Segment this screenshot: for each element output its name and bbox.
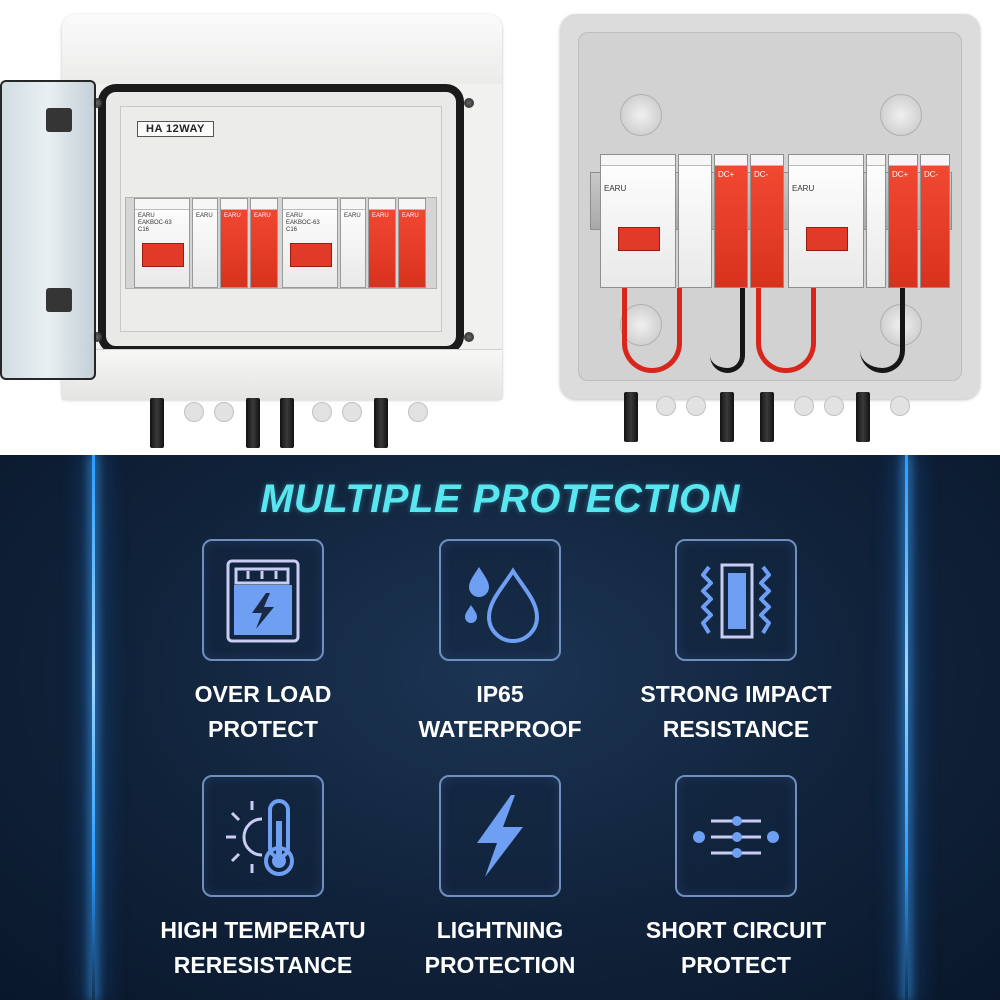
mc4-connector [374,398,388,448]
combiner-box-interior-photo: EARU DC+ DC- EARU DC+ DC- [560,14,980,399]
mounting-post [620,94,662,136]
black-cable [860,288,905,373]
mc4-connector [624,392,638,442]
surge-protector-module: EARU [220,198,248,288]
mc4-connector [856,392,870,442]
feature-label: OVER LOAD PROTECT [194,681,332,742]
glow-line-right [905,455,908,1000]
meter-lightning-icon [202,539,324,661]
mc4-connector [280,398,294,448]
feature-label: SHORT CIRCUIT PROTECT [645,917,827,978]
mc4-connector [720,392,734,442]
spd-module: EARU [340,198,366,288]
surge-protector-module: DC+ [714,154,748,288]
box-bottom-lip [62,349,502,400]
spd-module [866,154,886,288]
feature-label: LIGHTNING PROTECTION [424,917,576,978]
feature-label: STRONG IMPACT RESISTANCE [640,681,832,742]
banner-title: MULTIPLE PROTECTION [260,477,740,521]
cable-gland [794,396,814,416]
surge-protector-module: DC+ [888,154,918,288]
box-top-lip [62,14,502,84]
mc4-connector [760,392,774,442]
breaker-handle [142,243,184,267]
surge-protector-module: DC- [920,154,950,288]
surge-protector-module: EARU [250,198,278,288]
breaker-handle [806,227,848,251]
mc4-connector [150,398,164,448]
feature-label: IP65 WATERPROOF [418,681,582,742]
cable-gland [408,402,428,422]
circuit-sliders-icon [675,775,797,897]
surge-protector-module: DC- [750,154,784,288]
open-door [0,80,96,380]
screw [464,332,474,342]
cable-gland [214,402,234,422]
breaker-module: EARU [600,154,676,288]
feature-label: HIGH TEMPERATU RERESISTANCE [160,917,366,978]
spd-module [678,154,712,288]
hinge [46,108,72,132]
cable-gland [342,402,362,422]
cable-gland [890,396,910,416]
cable-gland [656,396,676,416]
hinge [46,288,72,312]
cable-gland [686,396,706,416]
lightning-bolt-icon [439,775,561,897]
cable-gland [824,396,844,416]
spd-module: EARU [192,198,218,288]
breaker-handle [290,243,332,267]
screw [92,98,102,108]
screw [464,98,474,108]
cable-gland [312,402,332,422]
mounting-post [880,94,922,136]
surge-protector-module: EARU [368,198,396,288]
mc4-connector [246,398,260,448]
cable-gland [184,402,204,422]
panel-label: HA 12WAY [137,121,214,137]
breaker-module: EARU [788,154,864,288]
impact-resistance-icon [675,539,797,661]
sun-thermometer-icon [202,775,324,897]
breaker-handle [618,227,660,251]
feature-banner: MULTIPLE PROTECTION OVER LOAD PROTECT [0,455,1000,1000]
water-drops-icon [439,539,561,661]
surge-protector-module: EARU [398,198,426,288]
screw [92,332,102,342]
glow-line-left [92,455,95,1000]
red-cable [756,288,816,373]
red-cable [622,288,682,373]
black-cable [710,288,745,373]
